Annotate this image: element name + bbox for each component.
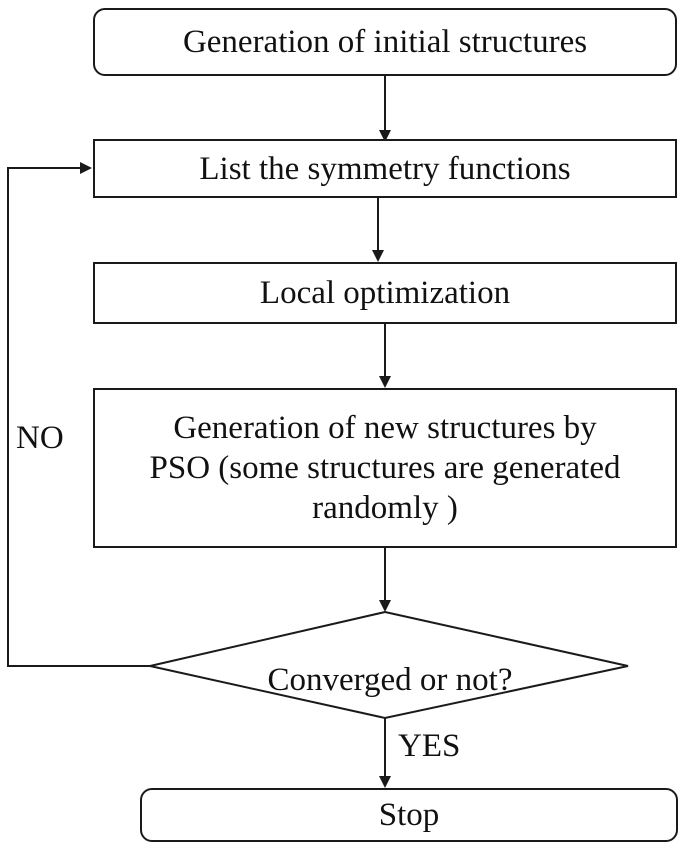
node-pso-line-3: randomly ) [312, 490, 458, 526]
node-list-symmetry: List the symmetry functions [93, 139, 677, 198]
arrow-no-loop [7, 162, 150, 667]
node-pso-line-1: Generation of new structures by [173, 410, 597, 446]
edge-label-no: NO [16, 420, 64, 456]
node-list-symmetry-label: List the symmetry functions [199, 150, 571, 187]
node-local-optimization-label: Local optimization [259, 275, 511, 311]
edge-label-yes: YES [398, 728, 461, 764]
node-pso-generation: Generation of new structures by PSO (som… [93, 388, 677, 548]
node-generate-initial: Generation of initial structures [93, 8, 677, 76]
node-stop: Stop [140, 788, 678, 842]
node-local-optimization: Local optimization [93, 262, 677, 324]
node-generate-initial-label: Generation of initial structures [182, 24, 588, 60]
node-stop-label: Stop [378, 797, 440, 833]
node-converged-decision: Converged or not? [150, 640, 630, 720]
node-converged-decision-label: Converged or not? [267, 661, 513, 698]
node-pso-line-2: PSO (some structures are generated [149, 450, 621, 486]
